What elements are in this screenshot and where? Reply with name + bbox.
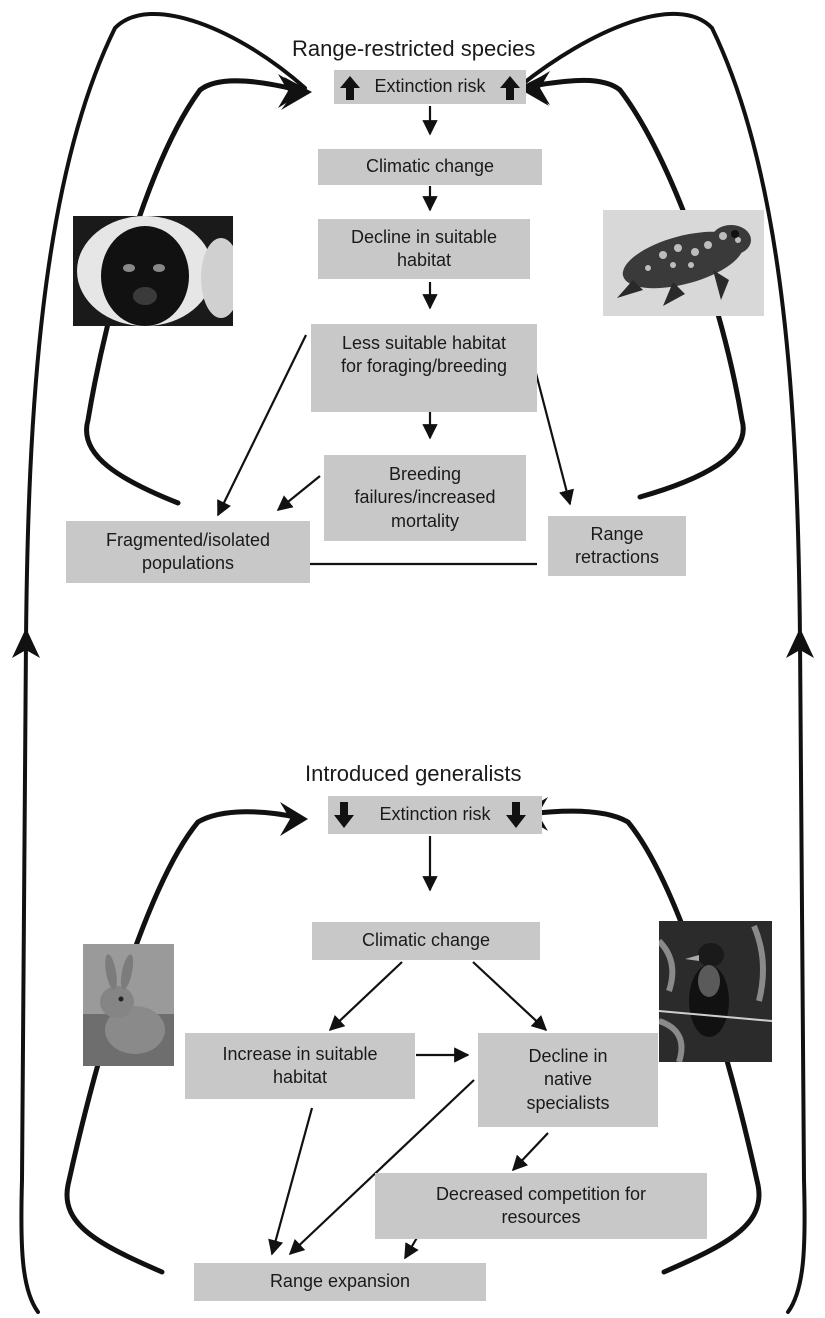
range-expansion-label: Range expansion (269, 1271, 411, 1292)
top-left-outer-head (281, 77, 312, 110)
down-arrow-icon (506, 802, 526, 828)
increase-suitable-habitat-box: Increase in suitable habitat (185, 1033, 415, 1099)
outer-loop-arrowheads (12, 628, 814, 658)
bird-photo (659, 921, 772, 1062)
frog-photo (603, 210, 764, 316)
top-extinction-risk-box: Extinction risk (334, 70, 526, 104)
fragmented-populations-box: Fragmented/isolated populations (66, 521, 310, 583)
top-climatic-change-label: Climatic change (365, 156, 495, 177)
top-right-outer-head (518, 74, 549, 106)
arrow-climate2-to-decline (472, 961, 548, 1032)
bottom-left-head (280, 802, 308, 836)
rabbit-photo (83, 944, 174, 1066)
left-outer-loop (19, 12, 307, 1314)
top-section-title: Range-restricted species (292, 36, 536, 61)
decline-native-specialists-label: Decline in native specialists (526, 1045, 610, 1113)
top-flow-arrows (217, 106, 574, 572)
decreased-competition-label: Decreased competition for resources (435, 1183, 647, 1227)
arrow-decline-to-competition (511, 1132, 549, 1172)
right-outer-up-head (786, 628, 814, 658)
bottom-flow-arrows (268, 836, 549, 1260)
arrow-less-to-fragmented (217, 334, 307, 517)
less-suitable-habitat-box: Less suitable habitat for foraging/breed… (311, 324, 537, 412)
arrow-breeding-to-fragmented (276, 475, 321, 511)
arrow-increase-to-expansion (268, 1107, 314, 1256)
up-arrow-icon (500, 76, 520, 100)
range-retractions-box: Range retractions (548, 516, 686, 576)
bottom-climatic-change-box: Climatic change (312, 922, 540, 960)
breeding-failures-label: Breeding failures/increased mortality (354, 463, 496, 531)
arrow-decline-to-expansion (288, 1079, 475, 1256)
lemur-photo (73, 216, 233, 326)
range-retractions-label: Range retractions (574, 523, 660, 567)
arrow-competition-to-expansion (404, 1235, 419, 1260)
top-climatic-change-box: Climatic change (318, 149, 542, 185)
increase-suitable-habitat-label: Increase in suitable habitat (222, 1043, 378, 1087)
less-suitable-habitat-label: Less suitable habitat for foraging/breed… (340, 333, 508, 377)
down-arrow-icon (334, 802, 354, 828)
bottom-extinction-risk-label: Extinction risk (379, 804, 491, 825)
left-outer-up-head (12, 628, 40, 658)
arrow-less-to-retractions (530, 357, 574, 506)
top-extinction-risk-label: Extinction risk (374, 76, 486, 97)
arrow-climate2-to-increase (328, 961, 403, 1032)
bottom-climatic-change-label: Climatic change (361, 930, 491, 951)
right-outer-loop (518, 12, 807, 1314)
bottom-section-title: Introduced generalists (305, 761, 522, 786)
top-thick-arrowheads (278, 71, 550, 110)
fragmented-populations-label: Fragmented/isolated populations (105, 529, 271, 573)
decline-suitable-habitat-box: Decline in suitable habitat (318, 219, 530, 279)
decreased-competition-box: Decreased competition for resources (375, 1173, 707, 1239)
decline-native-specialists-box: Decline in native specialists (478, 1033, 658, 1127)
range-expansion-box: Range expansion (194, 1263, 486, 1301)
up-arrow-icon (340, 76, 360, 100)
decline-suitable-habitat-label: Decline in suitable habitat (350, 226, 498, 270)
outer-loops (19, 12, 807, 1314)
bottom-extinction-risk-box: Extinction risk (328, 796, 542, 834)
breeding-failures-box: Breeding failures/increased mortality (324, 455, 526, 541)
